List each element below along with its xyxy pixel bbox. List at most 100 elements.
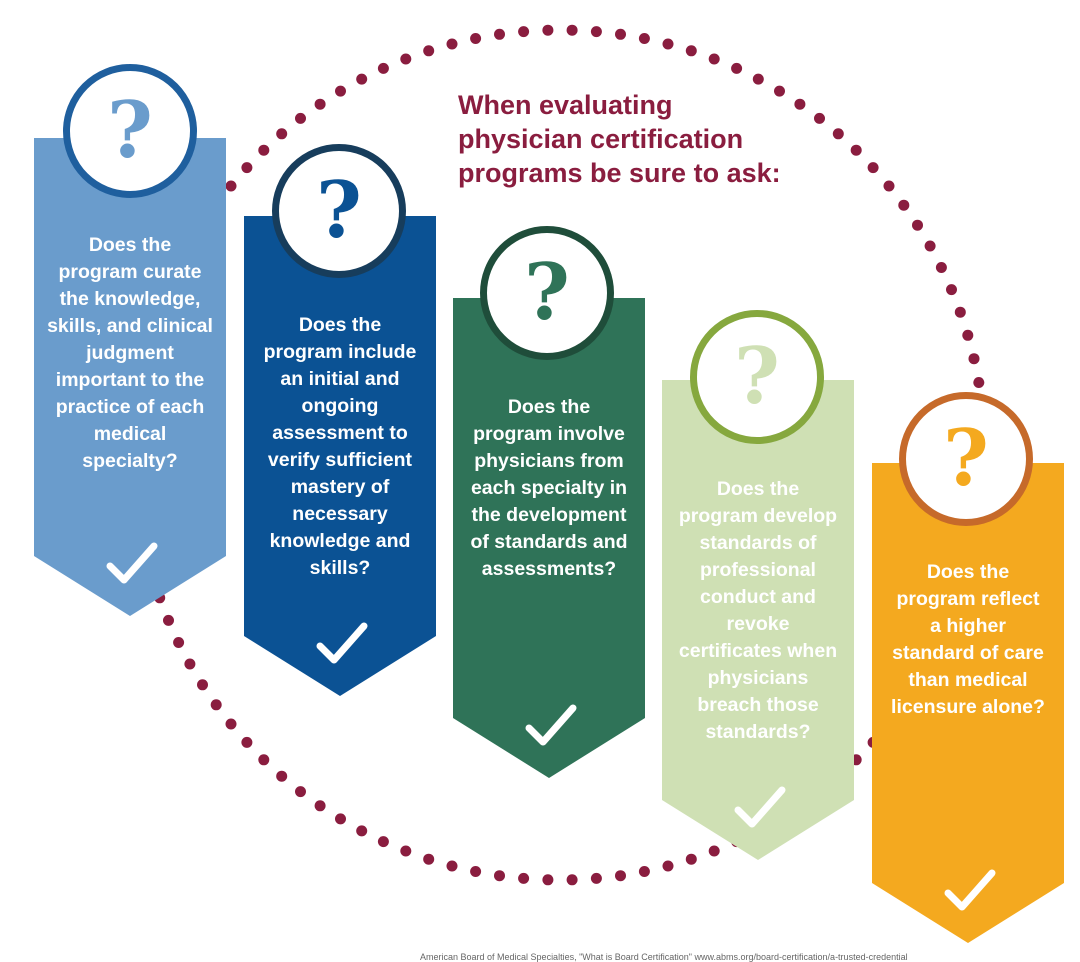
dot bbox=[590, 26, 602, 38]
arrow-banner bbox=[872, 463, 1064, 943]
dot bbox=[423, 853, 435, 865]
question-line: ongoing bbox=[301, 395, 379, 417]
question-mark-badge: ? bbox=[690, 310, 824, 444]
question-text: Does the program involve physicians from… bbox=[461, 394, 637, 583]
dot bbox=[184, 658, 196, 670]
dot bbox=[867, 162, 879, 174]
dot bbox=[314, 98, 326, 110]
dot bbox=[470, 866, 482, 877]
dot bbox=[638, 866, 650, 877]
dot bbox=[685, 45, 697, 57]
dot bbox=[295, 786, 306, 798]
dot bbox=[850, 144, 862, 156]
question-line: program involve bbox=[473, 423, 625, 445]
question-line: knowledge and bbox=[269, 530, 411, 552]
question-line: program include bbox=[263, 341, 417, 363]
dot bbox=[708, 53, 720, 65]
dot bbox=[225, 180, 237, 192]
question-line: specialty? bbox=[82, 450, 178, 472]
dot bbox=[377, 62, 389, 74]
dot bbox=[173, 637, 185, 648]
checkmark-icon bbox=[944, 869, 996, 911]
source-footnote: American Board of Medical Specialties, "… bbox=[420, 952, 908, 962]
dot bbox=[210, 699, 222, 711]
question-line: revoke bbox=[726, 613, 790, 635]
dot bbox=[258, 754, 270, 766]
question-line: practice of each bbox=[55, 396, 205, 418]
dot bbox=[446, 860, 458, 872]
dot bbox=[973, 377, 985, 388]
question-card-curate-knowledge: Does the program curate the knowledge, s… bbox=[34, 138, 226, 616]
dot bbox=[731, 62, 743, 74]
question-line: professional bbox=[700, 559, 816, 581]
question-line: Does the bbox=[926, 561, 1010, 583]
dot bbox=[241, 736, 253, 748]
question-line: assessments? bbox=[481, 558, 617, 580]
dot bbox=[377, 836, 389, 848]
question-line: licensure alone? bbox=[891, 696, 1045, 718]
question-card-physician-involvement: Does the program involve physicians from… bbox=[453, 298, 645, 778]
dot bbox=[935, 262, 947, 273]
question-mark-icon: ? bbox=[316, 165, 362, 256]
question-text: Does the program develop standards of pr… bbox=[670, 476, 846, 746]
dot bbox=[258, 144, 270, 156]
question-line: medical bbox=[93, 423, 167, 445]
dot bbox=[954, 306, 966, 318]
dot bbox=[335, 85, 346, 97]
question-mark-icon: ? bbox=[734, 331, 780, 422]
dot bbox=[314, 800, 326, 812]
question-line: standards? bbox=[705, 721, 811, 743]
dot bbox=[615, 870, 626, 882]
question-line: the knowledge, bbox=[59, 288, 201, 310]
dot bbox=[832, 128, 844, 140]
question-line: physicians bbox=[707, 667, 809, 689]
heading-line: physician certification bbox=[458, 124, 744, 154]
dot bbox=[752, 73, 764, 85]
dot bbox=[946, 284, 957, 296]
dot bbox=[968, 353, 980, 365]
checkmark-icon bbox=[316, 622, 368, 664]
arrow-banner bbox=[453, 298, 645, 778]
question-mark-badge: ? bbox=[272, 144, 406, 278]
question-line: program curate bbox=[58, 261, 202, 283]
question-line: verify sufficient bbox=[267, 449, 413, 471]
arrow-banner bbox=[244, 216, 436, 696]
dot bbox=[590, 872, 602, 884]
question-line: physicians from bbox=[474, 450, 624, 472]
dot bbox=[542, 874, 554, 886]
dot bbox=[295, 112, 306, 124]
checkmark-icon bbox=[734, 786, 786, 828]
arrow-banner bbox=[662, 380, 854, 860]
question-mark-icon: ? bbox=[943, 413, 989, 504]
dot bbox=[638, 33, 650, 44]
dot bbox=[400, 845, 412, 857]
question-line: of standards and bbox=[470, 531, 628, 553]
question-text: Does the program include an initial and … bbox=[252, 312, 428, 582]
dot bbox=[518, 872, 530, 884]
question-mark-badge: ? bbox=[63, 64, 197, 198]
question-line: Does the bbox=[298, 314, 382, 336]
dot bbox=[494, 870, 505, 882]
question-line: program develop bbox=[678, 505, 838, 527]
dot bbox=[774, 85, 785, 97]
dot bbox=[356, 73, 368, 85]
question-line: each specialty in bbox=[470, 477, 628, 499]
dot bbox=[423, 45, 435, 57]
dot bbox=[924, 240, 936, 252]
question-line: judgment bbox=[86, 342, 174, 364]
question-line: breach those bbox=[697, 694, 819, 716]
dot bbox=[276, 770, 288, 782]
dot bbox=[276, 128, 288, 140]
question-line: the development bbox=[471, 504, 627, 526]
question-card-assessment: Does the program include an initial and … bbox=[244, 216, 436, 696]
dot bbox=[662, 38, 674, 50]
question-line: than medical bbox=[908, 669, 1028, 691]
question-line: conduct and bbox=[700, 586, 816, 608]
dot bbox=[794, 98, 806, 110]
dot bbox=[708, 845, 720, 857]
dot bbox=[163, 614, 174, 626]
dot bbox=[197, 679, 208, 691]
question-mark-badge: ? bbox=[480, 226, 614, 360]
heading-line: When evaluating bbox=[458, 90, 673, 120]
dot bbox=[494, 28, 505, 40]
